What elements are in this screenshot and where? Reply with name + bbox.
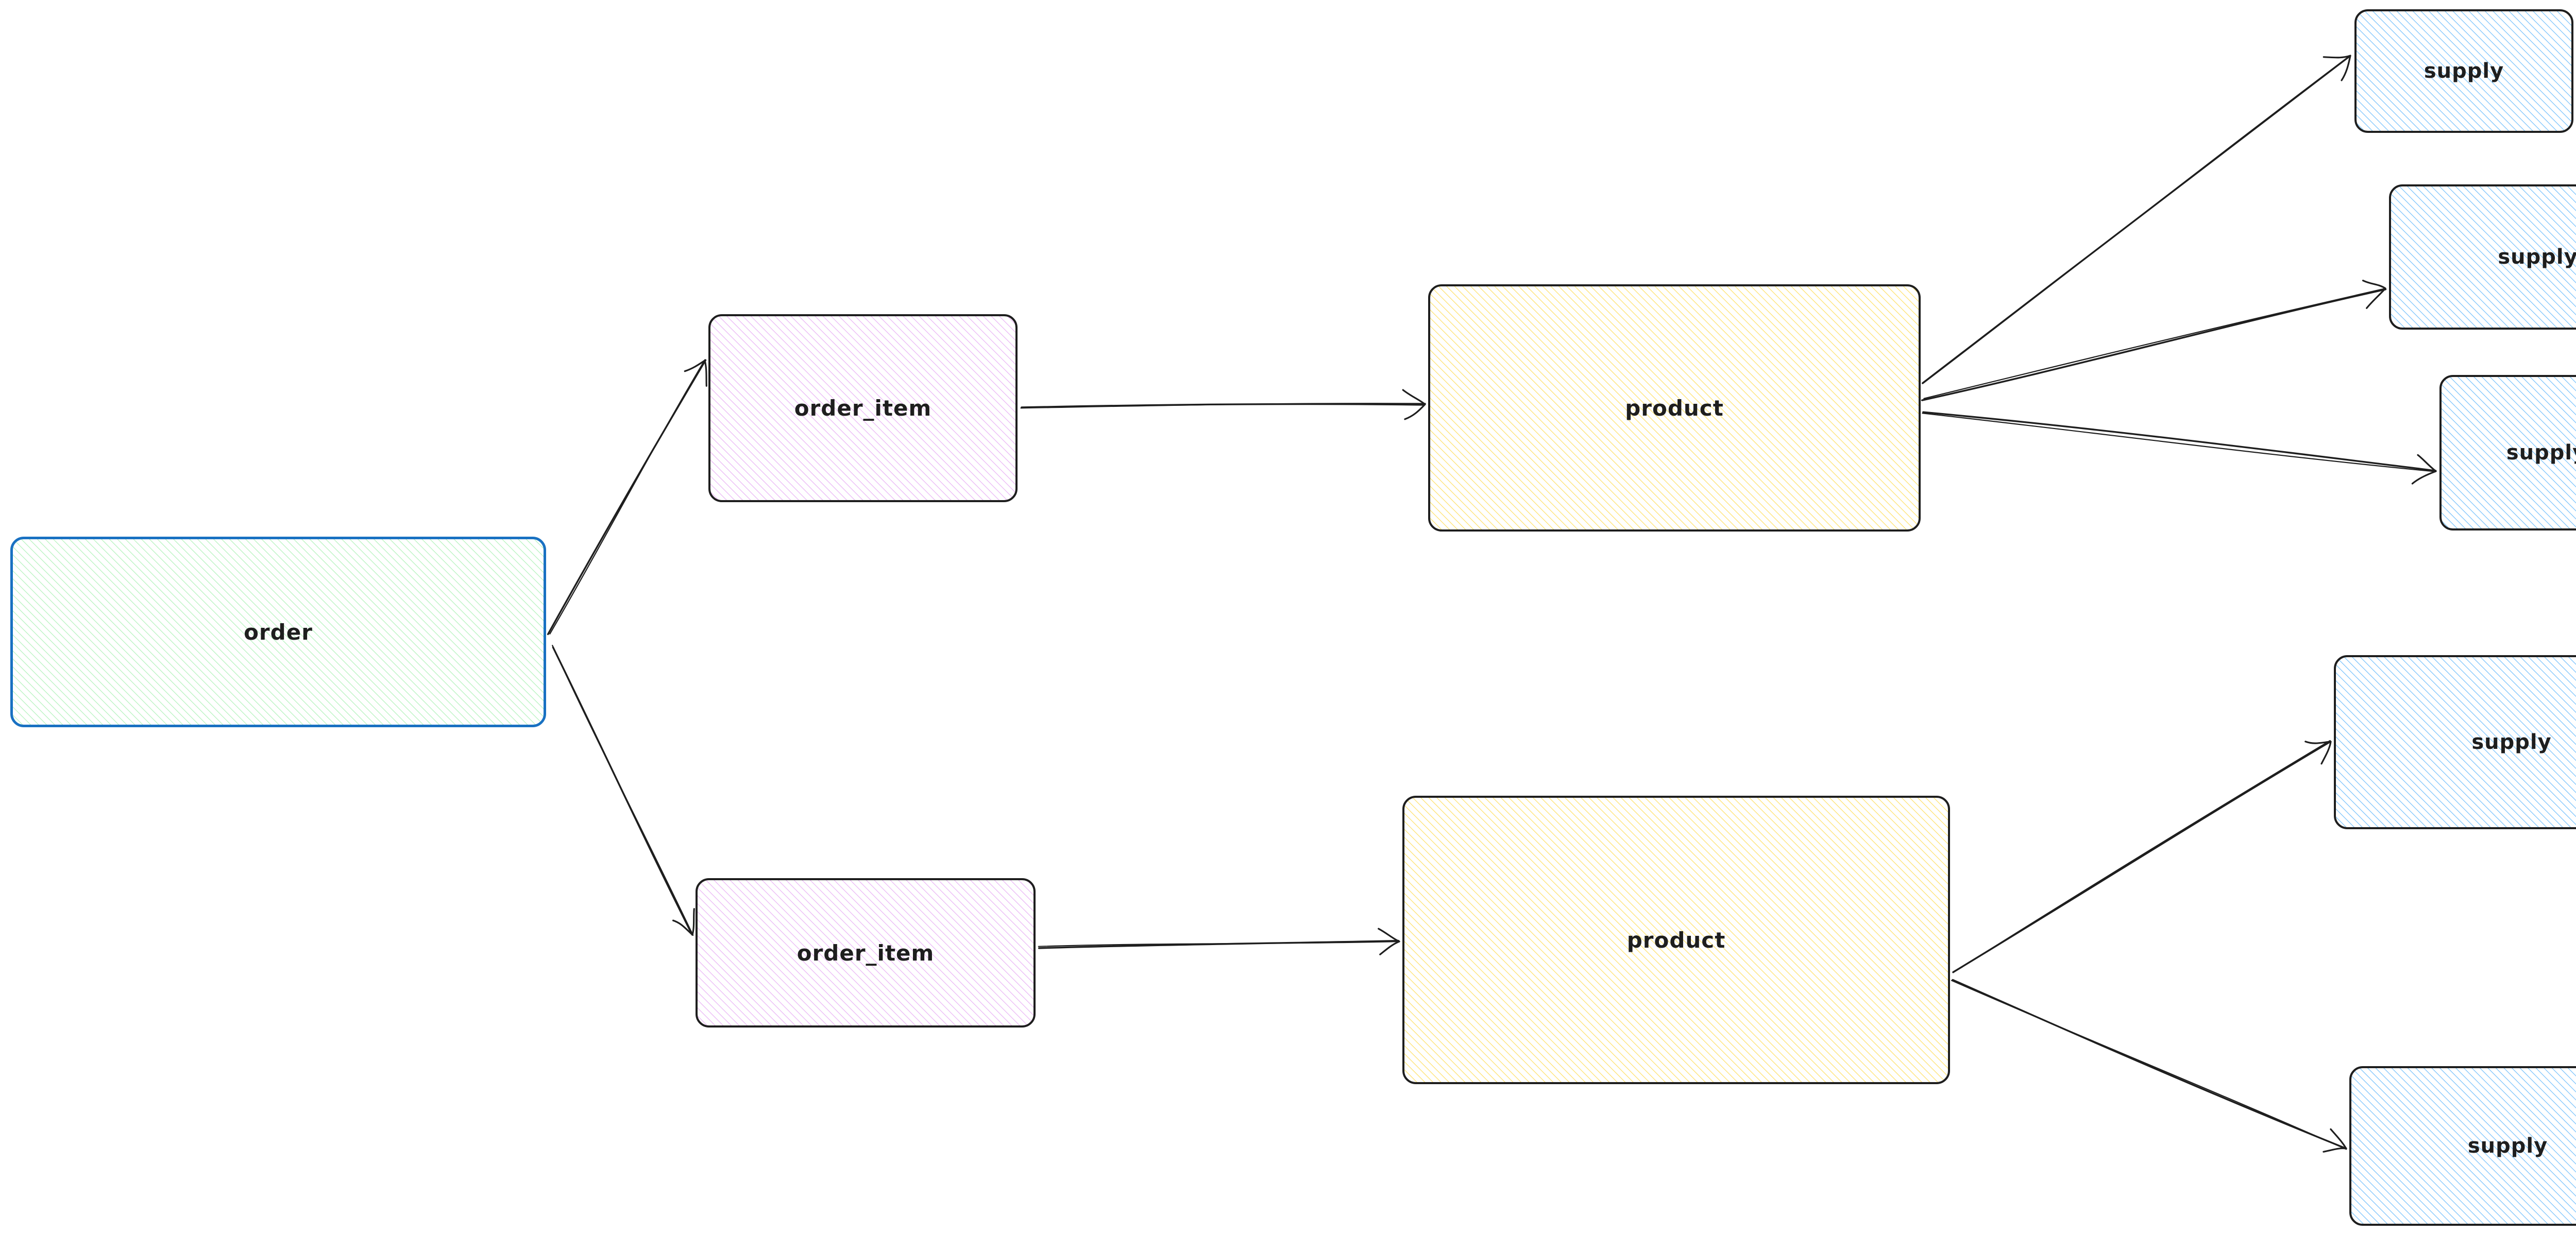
node-fill-hatch	[1430, 286, 1919, 529]
node-fill-hatch	[698, 880, 1033, 1025]
node-fill	[1430, 286, 1919, 529]
node-supply_1[interactable]: supply	[2354, 9, 2573, 133]
arrowhead-stroke	[2411, 470, 2437, 485]
edge-product_1-to-supply_2[interactable]	[1921, 280, 2387, 401]
arrowhead-stroke	[1402, 389, 1426, 405]
node-label: product	[1625, 395, 1724, 421]
edge-order_item_1-to-product_1[interactable]	[1020, 389, 1426, 420]
edge-stroke	[1021, 403, 1425, 408]
edge-stroke	[552, 646, 693, 936]
edge-stroke	[547, 359, 707, 636]
node-product_1[interactable]: product	[1428, 284, 1921, 532]
arrowhead-stroke	[2323, 55, 2351, 59]
arrowhead-stroke	[1378, 928, 1400, 943]
arrowhead-stroke	[2330, 1128, 2347, 1150]
node-label: supply	[2498, 245, 2576, 269]
arrowhead-stroke	[1404, 403, 1426, 420]
edge-stroke	[552, 645, 694, 936]
edge-stroke	[549, 359, 706, 635]
arrowhead-stroke	[2304, 741, 2332, 744]
edge-stroke	[1922, 411, 2437, 472]
arrowhead-stroke	[2366, 287, 2386, 309]
node-label: supply	[2471, 730, 2552, 754]
arrowhead-stroke	[672, 919, 693, 936]
node-label: supply	[2424, 59, 2504, 83]
node-fill	[2391, 186, 2576, 328]
edge-stroke	[1952, 740, 2331, 973]
arrowhead-stroke	[2417, 454, 2437, 472]
edge-product_1-to-supply_3[interactable]	[1922, 411, 2437, 485]
node-fill-hatch	[2442, 377, 2576, 528]
edge-stroke	[1038, 939, 1400, 949]
node-order_item_2[interactable]: order_item	[696, 878, 1036, 1028]
edge-stroke	[1020, 403, 1426, 409]
node-fill	[1404, 798, 1948, 1082]
edge-order_item_2-to-product_2[interactable]	[1038, 928, 1400, 955]
node-order_item_1[interactable]: order_item	[708, 314, 1018, 502]
edge-stroke	[1922, 55, 2350, 384]
edge-order-to-order_item_2[interactable]	[552, 645, 695, 936]
node-label: order_item	[796, 940, 935, 966]
arrowhead-stroke	[2323, 1147, 2347, 1153]
node-fill-hatch	[710, 316, 1015, 500]
node-supply_4[interactable]: supply	[2334, 655, 2576, 829]
edge-product_1-to-supply_1[interactable]	[1922, 55, 2351, 384]
node-fill-hatch	[1404, 798, 1948, 1082]
arrowhead-stroke	[684, 359, 706, 372]
node-fill	[13, 539, 544, 725]
arrowhead-stroke	[691, 908, 695, 936]
node-label: order_item	[794, 396, 932, 421]
node-fill	[698, 880, 1033, 1025]
edge-stroke	[1921, 288, 2387, 401]
edge-product_2-to-supply_5[interactable]	[1951, 979, 2347, 1153]
node-fill-hatch	[2391, 186, 2576, 328]
node-label: order	[244, 619, 313, 645]
node-fill	[2442, 377, 2576, 528]
arrowhead-stroke	[1379, 940, 1400, 955]
edge-stroke	[1922, 55, 2350, 384]
node-fill-hatch	[13, 539, 544, 725]
node-product_2[interactable]: product	[1402, 796, 1950, 1084]
node-supply_3[interactable]: supply	[2439, 375, 2576, 530]
node-supply_5[interactable]: supply	[2349, 1066, 2576, 1226]
edge-stroke	[1922, 413, 2436, 472]
node-fill	[2336, 657, 2576, 827]
node-fill-hatch	[2357, 11, 2571, 131]
node-fill-hatch	[2351, 1068, 2576, 1224]
node-fill	[710, 316, 1015, 500]
node-fill	[2351, 1068, 2576, 1224]
edge-stroke	[1952, 979, 2347, 1150]
edge-stroke	[1951, 980, 2347, 1150]
arrowhead-stroke	[2320, 741, 2332, 765]
edge-order-to-order_item_1[interactable]	[547, 359, 707, 636]
node-supply_2[interactable]: supply	[2389, 184, 2576, 330]
arrowhead-stroke	[2362, 280, 2386, 289]
node-label: supply	[2506, 441, 2576, 465]
node-fill-hatch	[2336, 657, 2576, 827]
arrowhead-stroke	[2341, 55, 2351, 81]
arrowhead-stroke	[704, 359, 707, 387]
node-order[interactable]: order	[10, 537, 546, 727]
edge-product_2-to-supply_4[interactable]	[1952, 740, 2332, 973]
edge-stroke	[1038, 940, 1400, 947]
node-label: product	[1626, 927, 1726, 953]
node-label: supply	[2467, 1134, 2548, 1158]
edge-stroke	[1923, 287, 2386, 399]
node-fill	[2357, 11, 2571, 131]
edge-stroke	[1952, 741, 2332, 973]
